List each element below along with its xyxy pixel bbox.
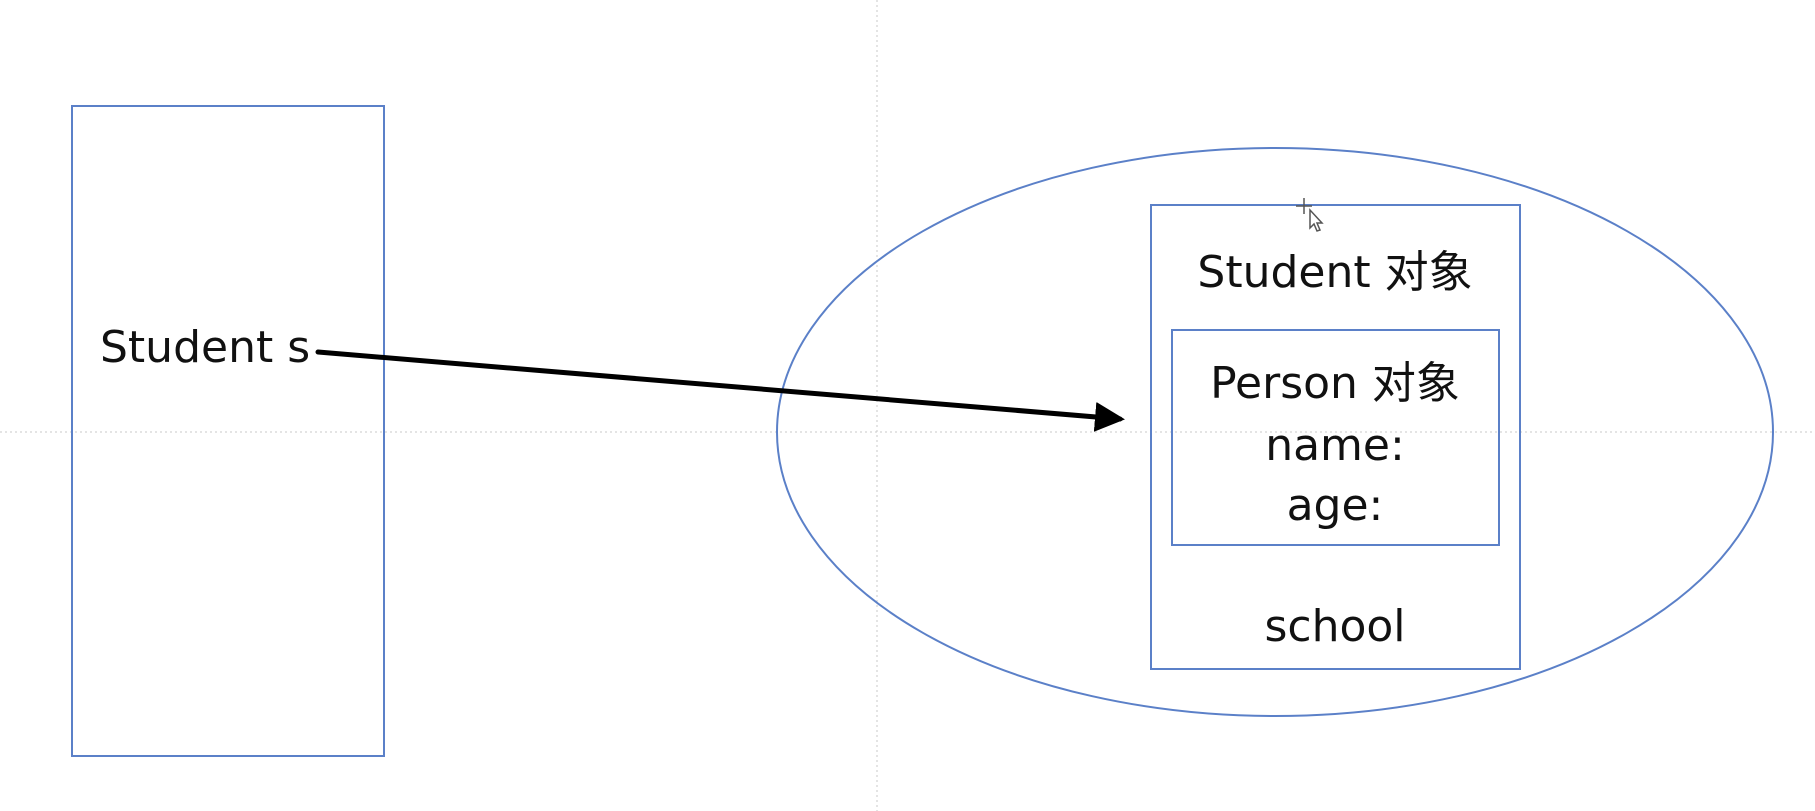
- stack-frame-box[interactable]: [71, 105, 385, 757]
- person-field-name: name:: [1265, 420, 1405, 471]
- person-object-title: Person 对象: [1210, 358, 1460, 409]
- person-field-age: age:: [1287, 480, 1384, 531]
- person-object-box[interactable]: [1171, 329, 1500, 546]
- student-field-school: school: [1264, 601, 1405, 652]
- reference-arrow[interactable]: [315, 349, 1125, 432]
- move-cursor-icon: [1296, 198, 1324, 232]
- heap-ellipse[interactable]: [776, 147, 1774, 717]
- student-object-title: Student 对象: [1197, 247, 1472, 298]
- student-object-box[interactable]: [1150, 204, 1521, 670]
- stack-variable-label: Student s: [100, 322, 310, 373]
